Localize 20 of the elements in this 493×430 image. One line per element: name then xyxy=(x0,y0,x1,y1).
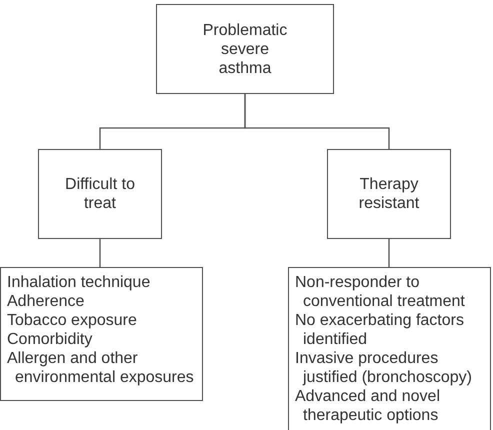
list-box xyxy=(0,267,203,401)
box-label: Therapy resistant xyxy=(358,175,420,213)
list-item: Adherence xyxy=(7,292,86,311)
connector-line xyxy=(244,94,390,149)
box-label: Difficult to treat xyxy=(64,175,136,213)
process-box xyxy=(327,149,451,239)
box-label: Problematic severe asthma xyxy=(202,20,288,78)
list-box xyxy=(288,267,491,430)
list-item: Non-responder to conventional treatment xyxy=(295,273,466,311)
list-item: No exacerbating factors identified xyxy=(295,311,465,349)
list-item: Tobacco exposure xyxy=(7,311,138,330)
process-box xyxy=(156,4,334,94)
list-item: Advanced and novel therapeutic options xyxy=(295,387,441,425)
list-item: Invasive procedures justified (bronchoscopy) xyxy=(295,349,473,387)
list-item: Inhalation technique xyxy=(7,273,152,292)
connector-line xyxy=(388,239,390,267)
connector-line xyxy=(99,239,101,267)
process-box xyxy=(38,149,162,239)
list-item: Allergen and other environmental exposures xyxy=(7,349,195,387)
list-item: Comorbidity xyxy=(7,330,94,349)
